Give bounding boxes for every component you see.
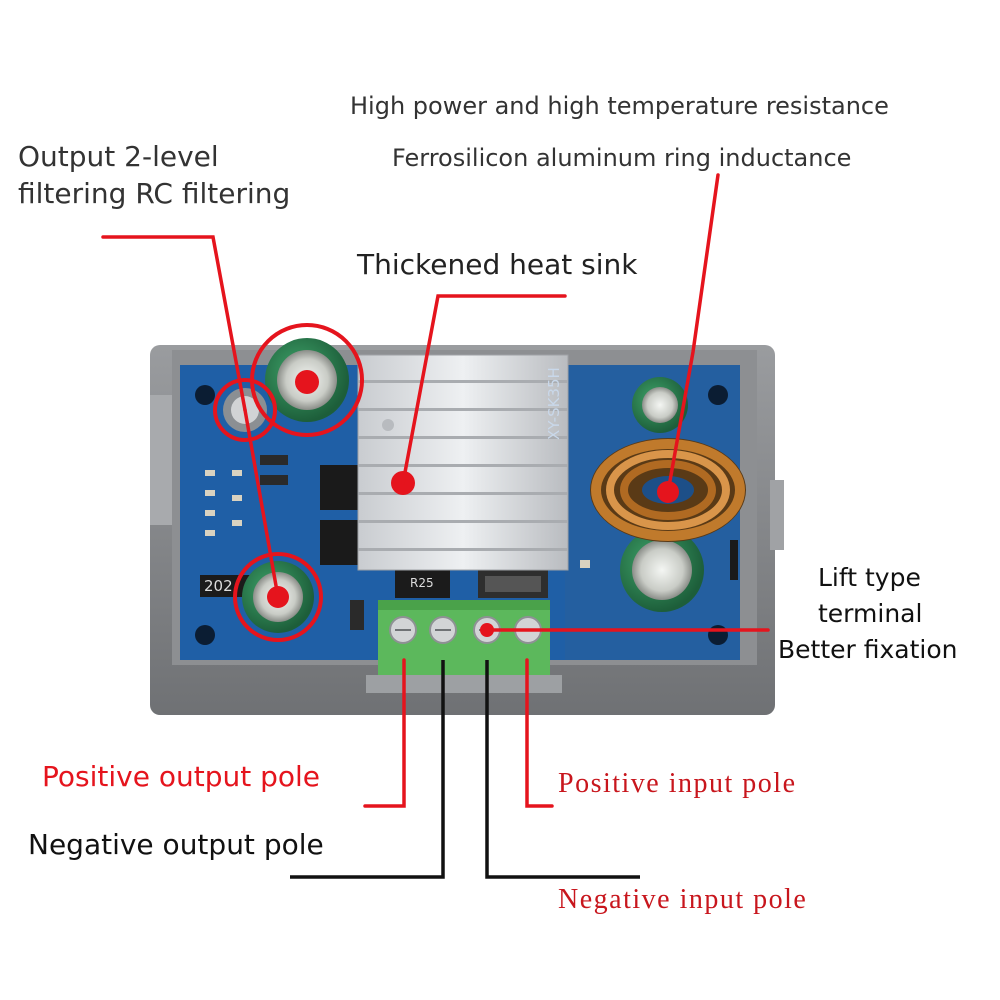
label-lift-line1: Lift type — [818, 563, 921, 592]
label-filter-line1: Output 2-level — [18, 140, 219, 173]
heat-sink — [357, 354, 569, 571]
black-leader-lines — [290, 660, 640, 879]
label-filter-line2: filtering RC filtering — [18, 177, 291, 210]
highlight-circles — [213, 323, 364, 642]
terminal-block — [366, 600, 562, 693]
resistor-code: 202 — [204, 577, 233, 595]
label-negative-output: Negative output pole — [28, 828, 324, 861]
label-high-power: High power and high temperature resistan… — [350, 92, 889, 120]
label-positive-output: Positive output pole — [42, 760, 321, 793]
label-heat-sink: Thickened heat sink — [357, 248, 638, 281]
label-positive-input: Positive input pole — [558, 768, 797, 799]
label-inductance: Ferrosilicon aluminum ring inductance — [392, 144, 852, 172]
silkscreen-label: XY-SK35H — [545, 367, 563, 440]
label-lift-line3: Better fixation — [778, 635, 958, 664]
label-lift-line2: terminal — [818, 599, 923, 628]
capacitor-right-top — [632, 377, 688, 433]
capacitor-right-bottom — [620, 528, 704, 612]
red-leader-lines — [101, 173, 770, 808]
label-negative-input: Negative input pole — [558, 884, 808, 915]
diode-code: R25 — [410, 576, 434, 590]
